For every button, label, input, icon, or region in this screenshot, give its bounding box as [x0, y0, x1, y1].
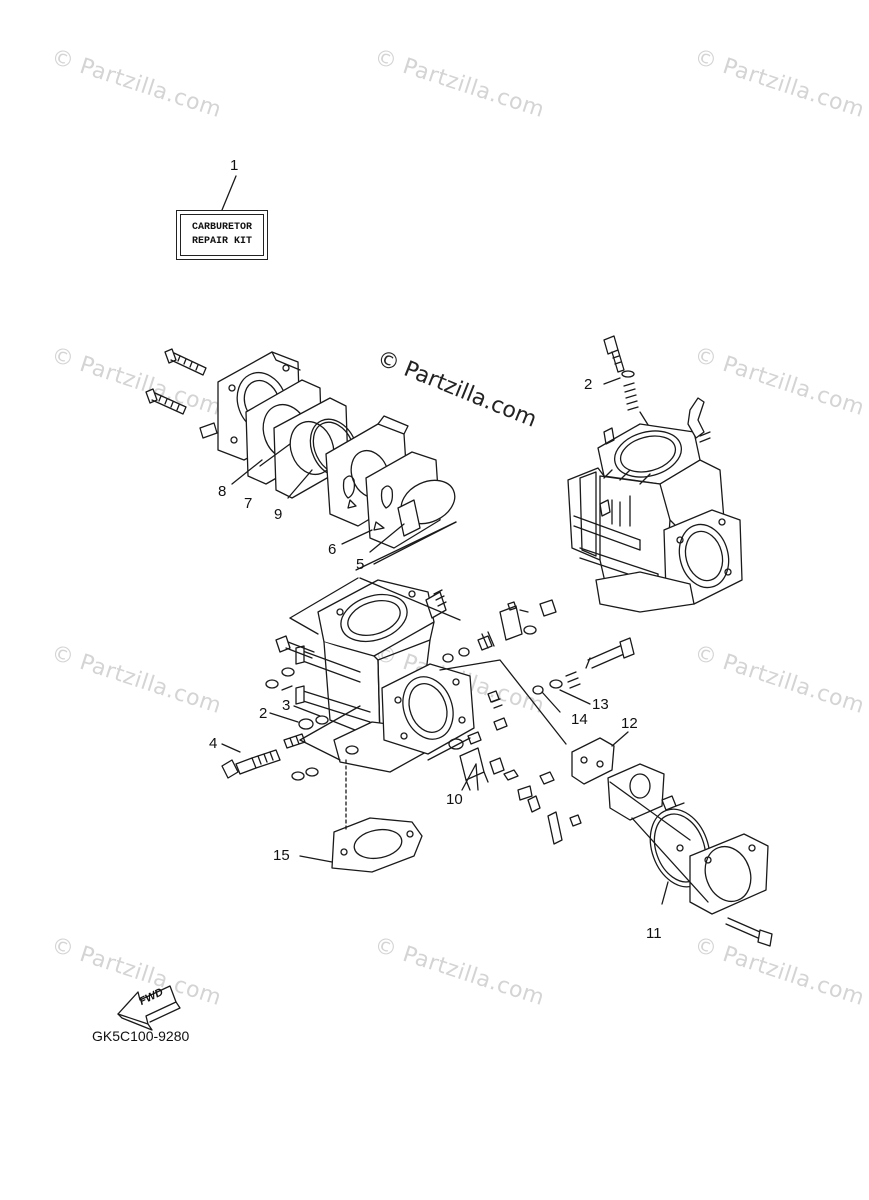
choke-parts-10 — [459, 747, 582, 845]
diagram-part-code: GK5C100-9280 — [92, 1028, 190, 1044]
washers-left — [265, 667, 295, 691]
callout-15: 15 — [273, 847, 290, 864]
needle-valve-parts — [442, 599, 557, 663]
callout-3: 3 — [282, 697, 291, 714]
leader-line — [603, 377, 621, 385]
callout-13: 13 — [592, 696, 609, 713]
callout-4: 4 — [209, 735, 218, 752]
assembled-carburetor — [567, 335, 743, 613]
pump-gasket-12 — [571, 737, 615, 785]
callout-2: 2 — [584, 376, 593, 393]
leader-line — [269, 712, 299, 723]
kit-label-line2: REPAIR KIT — [191, 236, 252, 247]
leader-line — [475, 763, 479, 791]
valve-plate-5 — [365, 451, 456, 549]
leader-line — [293, 705, 321, 717]
callout-9: 9 — [274, 506, 283, 523]
pump-cover — [607, 763, 685, 821]
callout-8: 8 — [218, 483, 227, 500]
callout-7: 7 — [244, 495, 253, 512]
callout-6: 6 — [328, 541, 337, 558]
callout-2: 2 — [259, 705, 268, 722]
base-gasket-15 — [331, 817, 423, 873]
leader-line — [559, 689, 591, 705]
pump-screw — [725, 917, 773, 947]
fwd-arrow-icon — [117, 985, 181, 1031]
cover-bolt-lower — [145, 388, 187, 415]
o-ring-14 — [532, 685, 561, 713]
pump-plate — [689, 833, 769, 915]
callout-1: 1 — [230, 157, 239, 174]
callout-10: 10 — [446, 791, 463, 808]
leader-line — [299, 855, 333, 863]
jets — [448, 690, 508, 750]
callout-14: 14 — [571, 711, 588, 728]
carburetor-body — [275, 579, 475, 773]
callout-12: 12 — [621, 715, 638, 732]
cover-bolt-upper — [164, 348, 207, 376]
leader-line — [611, 731, 629, 747]
leader-line — [661, 881, 669, 905]
jet-needle-13 — [549, 637, 635, 689]
pilot-screw-assy — [221, 715, 329, 781]
kit-label-line1: CARBURETOR — [191, 222, 252, 233]
callout-5: 5 — [356, 556, 365, 573]
leader-line — [221, 743, 241, 753]
leader-line — [461, 763, 477, 791]
callout-11: 11 — [646, 925, 662, 942]
leader-line — [221, 175, 237, 211]
